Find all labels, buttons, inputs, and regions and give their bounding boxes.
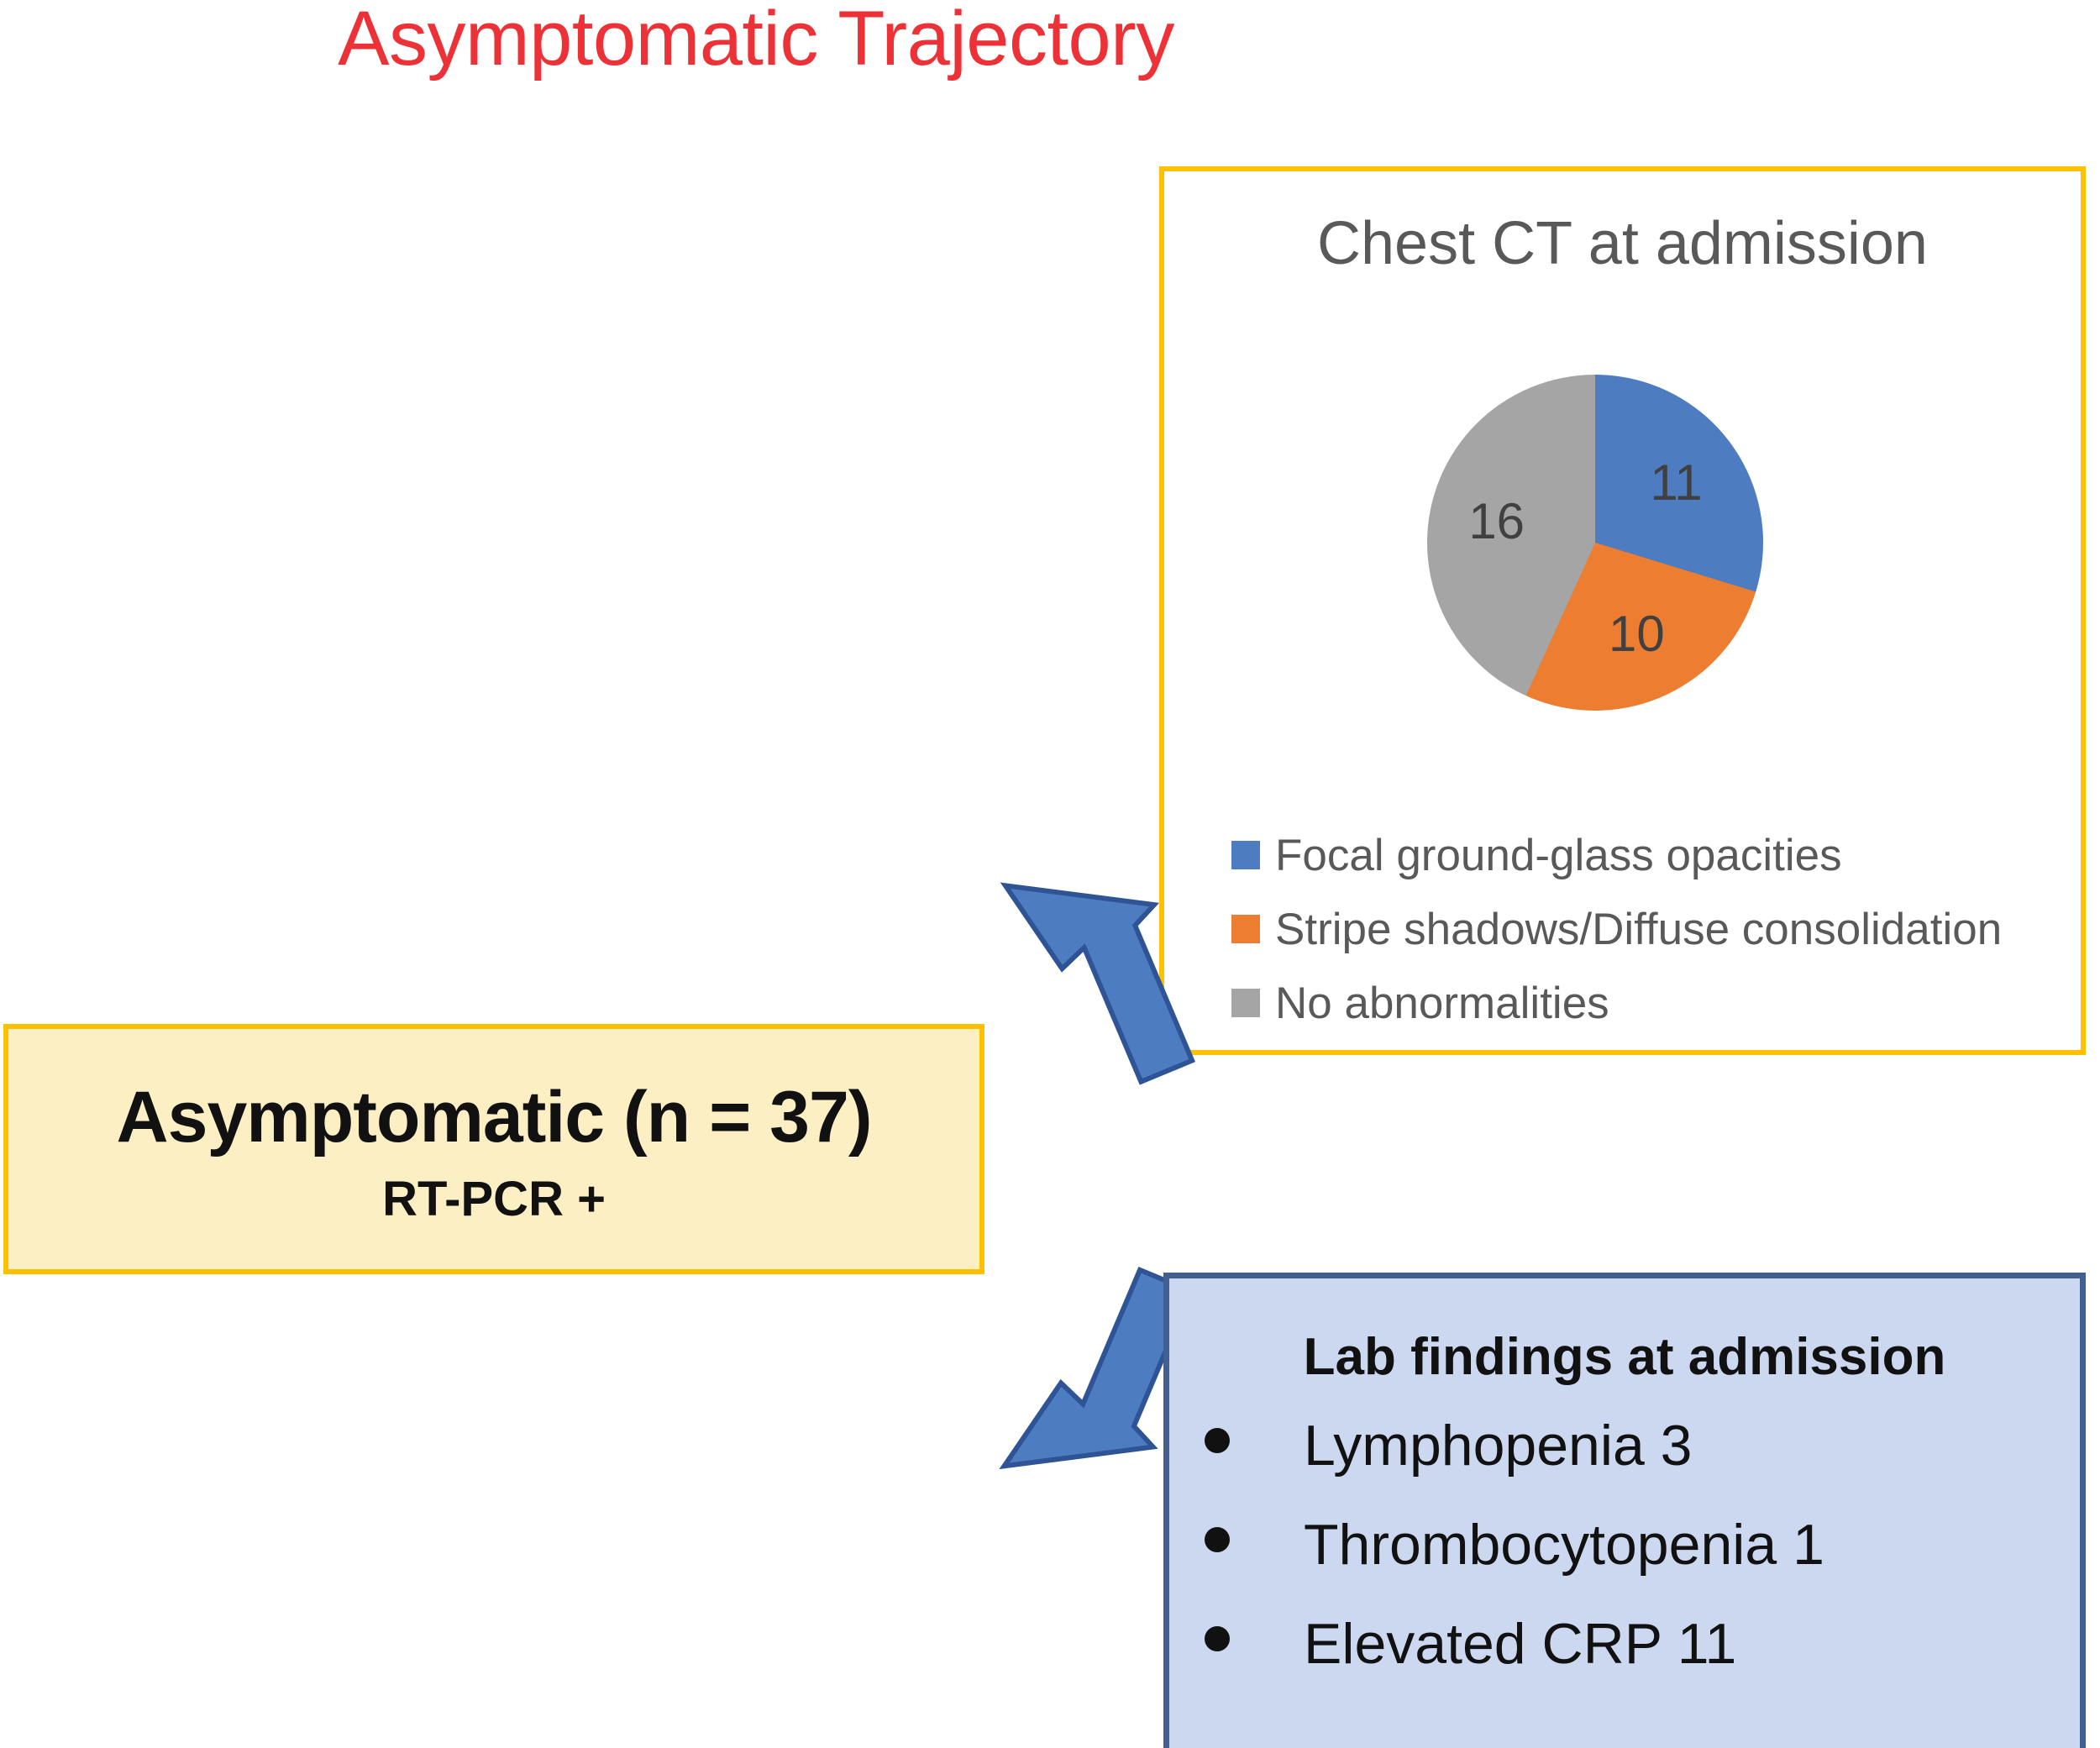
bullet-icon <box>1205 1626 1230 1651</box>
chest-ct-panel-title: Chest CT at admission <box>1317 210 1928 277</box>
legend-label-1: Stripe shadows/Diffuse consolidation <box>1275 904 2003 954</box>
page-title: Asymptomatic Trajectory <box>338 0 1174 81</box>
list-item: Elevated CRP 11 <box>1169 1611 2080 1710</box>
arrow-to-chest-ct-icon <box>1000 882 1196 1085</box>
list-item: Lymphopenia 3 <box>1169 1413 2080 1512</box>
pie-disc <box>1427 375 1763 711</box>
bullet-icon <box>1205 1428 1230 1453</box>
chest-ct-panel: Chest CT at admission 11 10 16 Focal gro… <box>1159 166 2086 1055</box>
lab-findings-title: Lab findings at admission <box>1303 1328 1946 1386</box>
legend-item-focal-ground-glass: Focal ground-glass opacities <box>1231 818 2071 892</box>
lab-finding-2: Elevated CRP 11 <box>1304 1612 1737 1676</box>
lab-finding-1: Thrombocytopenia 1 <box>1304 1513 1824 1577</box>
lab-finding-0: Lymphopenia 3 <box>1304 1414 1693 1478</box>
asymptomatic-cohort-label: Asymptomatic (n = 37) <box>116 1077 873 1157</box>
pie-slice-label-gray: 16 <box>1468 492 1525 549</box>
list-item: Thrombocytopenia 1 <box>1169 1512 2080 1611</box>
asymptomatic-cohort-sublabel: RT-PCR + <box>382 1172 606 1226</box>
legend-swatch-icon-gray <box>1231 989 1260 1017</box>
lab-findings-box: Lab findings at admission Lymphopenia 3 … <box>1163 1273 2086 1748</box>
pie-slice-label-blue: 11 <box>1650 454 1703 511</box>
pie-slice-label-orange: 10 <box>1609 606 1665 663</box>
legend-label-2: No abnormalities <box>1275 978 1609 1028</box>
asymptomatic-cohort-box: Asymptomatic (n = 37) RT-PCR + <box>3 1024 984 1274</box>
bullet-icon <box>1205 1527 1230 1552</box>
chest-ct-pie-chart: 11 10 16 <box>1427 375 1763 711</box>
legend-item-no-abnormalities: No abnormalities <box>1231 966 2071 1040</box>
legend-swatch-icon-orange <box>1231 915 1260 943</box>
legend-label-0: Focal ground-glass opacities <box>1275 830 1842 880</box>
lab-findings-list: Lymphopenia 3 Thrombocytopenia 1 Elevate… <box>1169 1413 2080 1710</box>
legend-item-stripe-shadows: Stripe shadows/Diffuse consolidation <box>1231 892 2071 966</box>
chest-ct-legend: Focal ground-glass opacities Stripe shad… <box>1231 818 2071 1040</box>
legend-swatch-icon-blue <box>1231 841 1260 869</box>
